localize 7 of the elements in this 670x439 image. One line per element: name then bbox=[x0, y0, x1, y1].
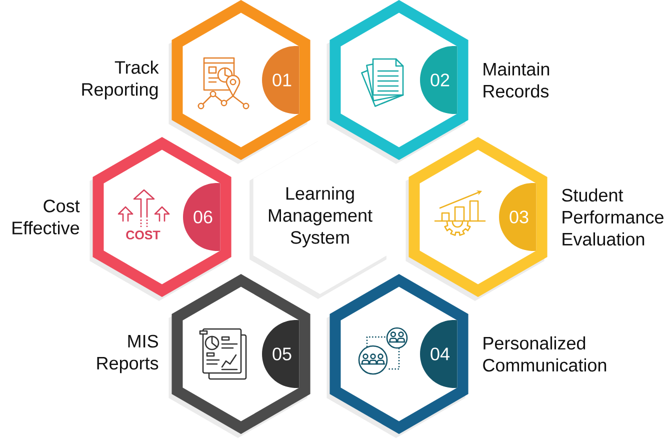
hexagon-label: Maintain Records bbox=[484, 62, 550, 98]
hexagon-label: MIS Reports bbox=[97, 334, 158, 374]
hexagon-label: Student Performance Evaluation bbox=[562, 188, 664, 246]
hexagon-label: Track Reporting bbox=[82, 60, 159, 100]
hexagon-label: Cost Effective bbox=[12, 200, 80, 234]
hexagon-label: Personalized Communication bbox=[483, 336, 606, 372]
hexagon: Learning Management System bbox=[250, 140, 387, 299]
